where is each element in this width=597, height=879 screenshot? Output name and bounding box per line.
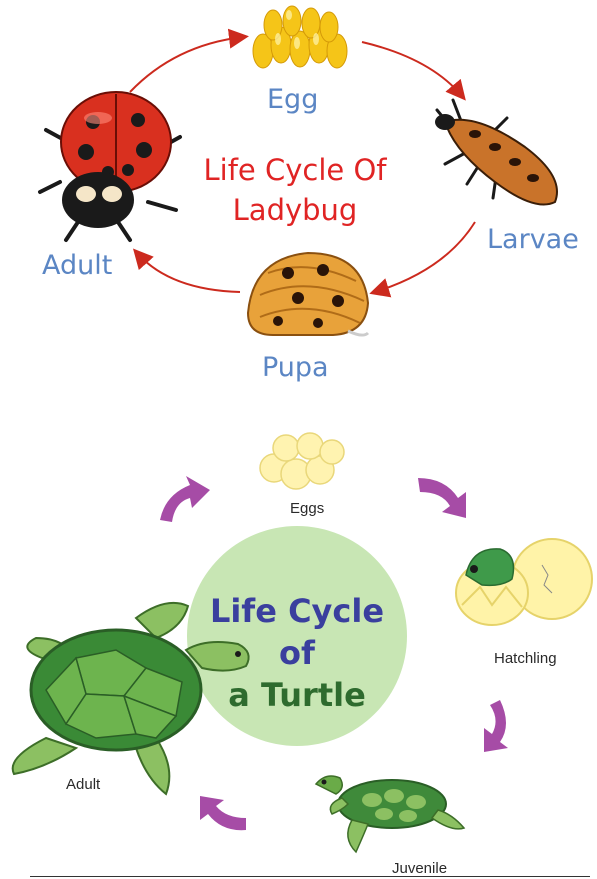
bottom-divider [30,876,590,877]
turtle-stage-eggs: Eggs [290,500,324,517]
turtle-arrow-hatchling-to-juvenile [484,700,508,752]
turtle-title: Life Cycle of a Turtle [207,590,387,716]
turtle-juvenile-illustration [312,770,472,860]
turtle-arrow-juvenile-to-adult [200,796,246,830]
turtle-arrow-adult-to-eggs [160,476,210,522]
turtle-eggs-illustration [252,430,352,500]
turtle-stage-juvenile: Juvenile [392,860,447,877]
turtle-arrow-eggs-to-hatchling [418,478,466,518]
turtle-hatchling-illustration [452,535,592,635]
turtle-title-line2: of [207,632,387,674]
turtle-title-line1: Life Cycle [207,590,387,632]
turtle-stage-adult: Adult [66,776,100,793]
turtle-title-line3: a Turtle [207,674,387,716]
turtle-stage-hatchling: Hatchling [494,650,557,667]
